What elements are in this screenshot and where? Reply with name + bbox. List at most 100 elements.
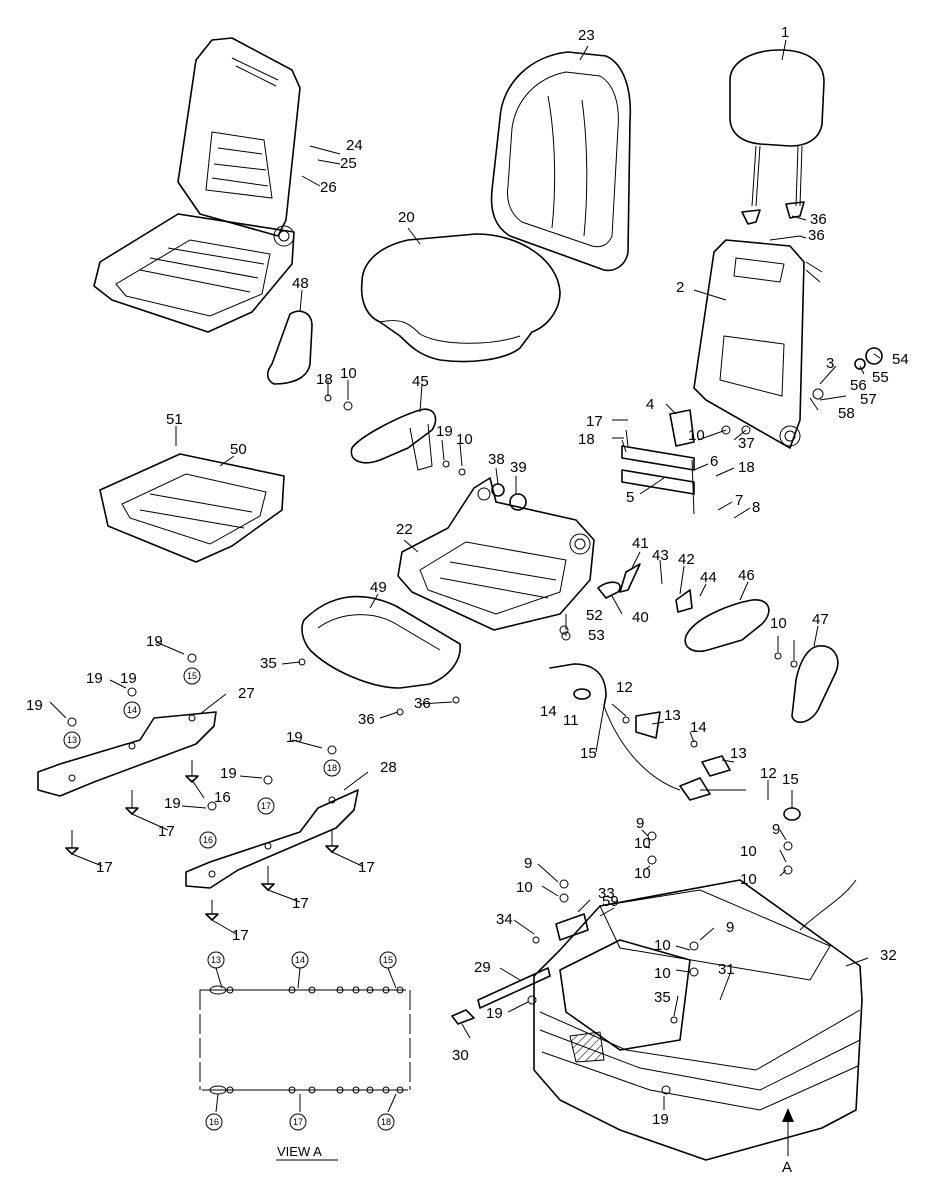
callout: 46 [738,567,755,584]
callout: 20 [398,209,415,226]
callout: 32 [880,947,897,964]
callout: 9 [636,815,644,832]
callout: 10 [740,871,757,888]
callout: 10 [340,365,357,382]
callout: 36 [358,711,375,728]
callout: 36 [414,695,431,712]
callout: 19 [164,795,181,812]
callout: 13 [664,707,681,724]
callout: 19 [436,423,453,440]
release-cable-assembly [549,663,801,821]
callout: 19 [146,633,163,650]
callout: 19 [652,1111,669,1128]
callout: 10 [770,615,787,632]
callout: 56 [850,377,867,394]
seat-pan-frame [397,477,595,631]
callout-labels: 1 2 3 4 5 6 7 8 9 9 9 9 10 10 10 10 10 1… [26,24,909,1128]
circled-17-plate: 17 [261,801,271,811]
callout: 25 [340,155,357,172]
callout: 15 [782,771,799,788]
callout: 50 [230,441,247,458]
armrest-right [684,599,770,652]
callout: 54 [892,351,909,368]
callout: 10 [654,965,671,982]
circled-18-plate: 18 [327,763,337,773]
callout: 24 [346,137,363,154]
callout: 42 [678,551,695,568]
circled-13-plate: 13 [67,735,77,745]
callout: 15 [580,745,597,762]
view-direction-arrow [782,1108,794,1156]
circled-13-view: 13 [211,955,221,965]
callout: 12 [616,679,633,696]
callout: 9 [772,821,780,838]
callout: 18 [316,371,333,388]
seat-frame-assembly [93,37,301,333]
callout: 18 [738,459,755,476]
callout: 17 [586,413,603,430]
callout: 7 [735,492,743,509]
callout: 13 [730,745,747,762]
callout: 3 [826,355,834,372]
callout: 17 [158,823,175,840]
callout: 18 [578,431,595,448]
adjuster-lever-parts [597,563,693,613]
callout: 10 [516,879,533,896]
callout: 9 [524,855,532,872]
side-cover-left [266,310,313,385]
callout: 43 [652,547,669,564]
circled-16-plate: 16 [203,835,213,845]
callout: 55 [872,369,889,386]
callout: 37 [738,435,755,452]
callout: 17 [96,859,113,876]
callout: 59 [602,893,619,910]
callout: 10 [634,835,651,852]
callout: 19 [286,729,303,746]
callout: 41 [632,535,649,552]
callout: 40 [632,609,649,626]
callout: 35 [654,989,671,1006]
suspension-base [533,879,863,1161]
callout: 23 [578,27,595,44]
callout: 17 [232,927,249,944]
callout: 19 [220,765,237,782]
mounting-plate-29 [185,789,359,889]
callout: 29 [474,959,491,976]
callout: 53 [588,627,605,644]
callout: 6 [710,453,718,470]
callout: 27 [238,685,255,702]
callout: 17 [292,895,309,912]
circled-16-view: 16 [209,1117,219,1127]
slide-rail-lever [451,913,589,1025]
callout: 10 [740,843,757,860]
callout: 33 [598,885,615,902]
leader-lines [49,39,881,1110]
callout: 39 [510,459,527,476]
callout: 9 [726,919,734,936]
callout: 10 [634,865,651,882]
callout: 47 [812,611,829,628]
view-a-label: VIEW A [277,1144,322,1159]
callout: 28 [380,759,397,776]
callout: 1 [781,24,789,41]
view-arrow-label: A [782,1159,792,1176]
backrest-frame [693,239,823,449]
callout: 49 [370,579,387,596]
circled-18-view: 18 [381,1117,391,1127]
callout: 14 [540,703,557,720]
callout: 11 [563,712,579,729]
callout: 52 [586,607,603,624]
callout: 48 [292,275,309,292]
seat-base-panel [99,453,285,563]
callout: 19 [486,1005,503,1022]
bolts [65,760,339,921]
view-a-panel [199,967,411,1113]
callout: 36 [808,227,825,244]
seat-cushion [360,233,561,363]
armrest-left [350,408,437,471]
circled-17-view: 17 [293,1117,303,1127]
callout: 34 [496,911,513,928]
circled-14-view: 14 [295,955,305,965]
callout: 58 [838,405,855,422]
